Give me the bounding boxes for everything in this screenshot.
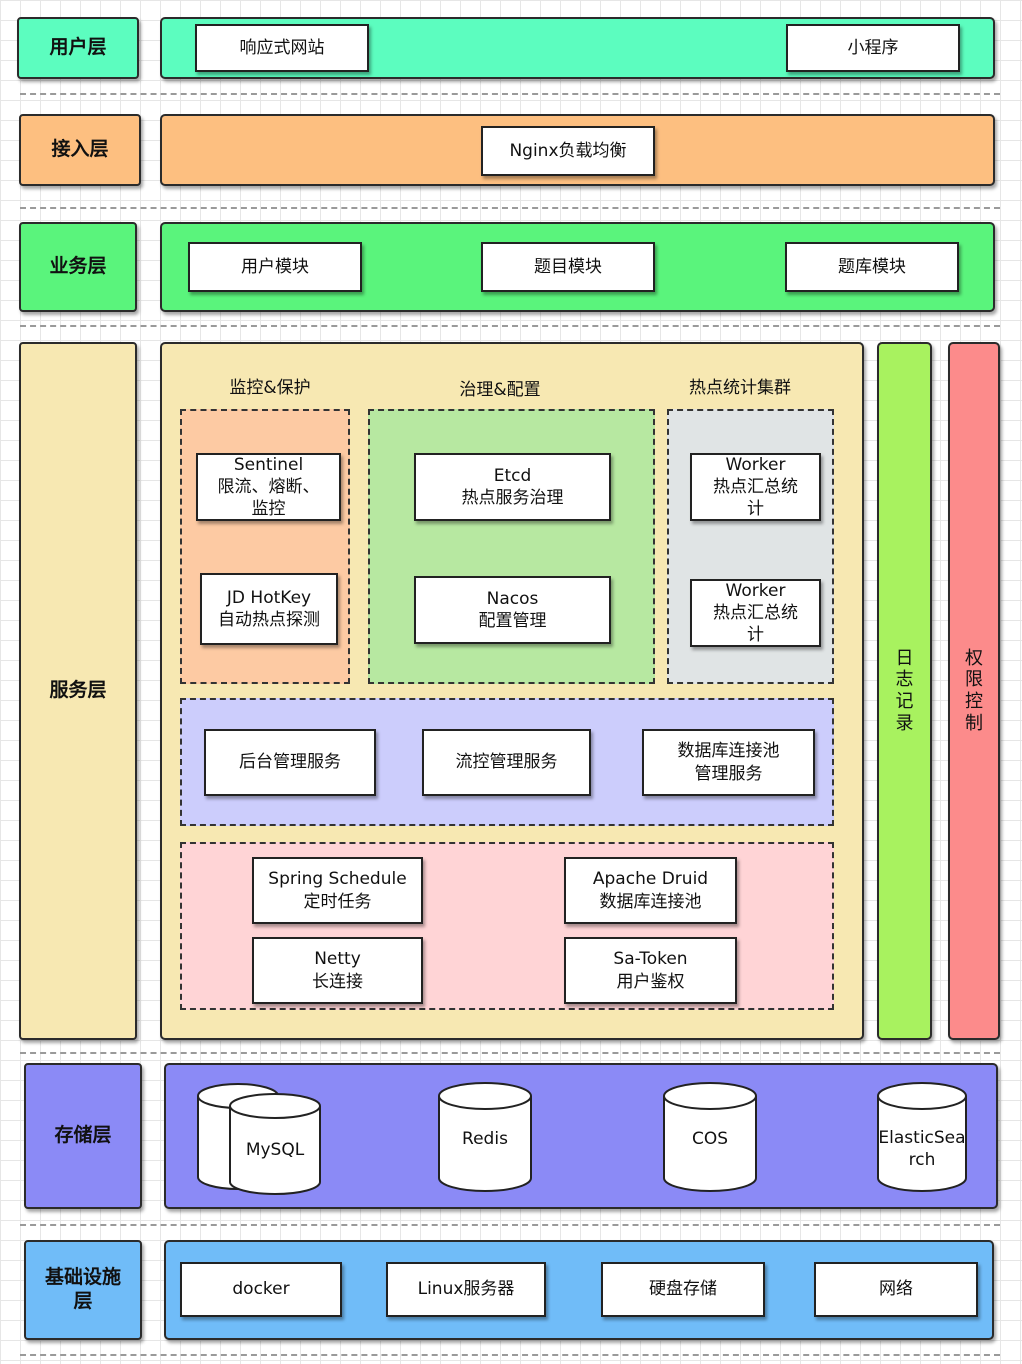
vertical-char: 限 <box>965 669 983 691</box>
question-module-box: 题目模块 <box>481 242 655 292</box>
jd-hotkey-box: JD HotKey 自动热点探测 <box>200 573 338 645</box>
mini-program-box: 小程序 <box>786 24 960 72</box>
worker-box: Worker 热点汇总统 计 <box>690 453 821 521</box>
box-line: 数据库连接池 <box>599 891 702 912</box>
spring-schedule-box: Spring Schedule 定时任务 <box>252 857 423 924</box>
sentinel-box: Sentinel 限流、熔断、 监控 <box>196 453 341 521</box>
apache-druid-box: Apache Druid 数据库连接池 <box>564 857 737 924</box>
box-label: 题目模块 <box>534 256 602 277</box>
responsive-website-box: 响应式网站 <box>195 24 369 72</box>
disk-storage-box: 硬盘存储 <box>601 1262 765 1317</box>
box-label: 用户模块 <box>241 256 309 277</box>
business-layer-label: 业务层 <box>19 222 137 312</box>
mysql-label: MySQL <box>245 1139 305 1160</box>
infra-layer-label: 基础设施 层 <box>24 1240 142 1340</box>
box-label: 后台管理服务 <box>239 752 341 773</box>
label-line: rch <box>908 1150 936 1170</box>
label-line: 基础设施 <box>44 1266 121 1289</box>
sa-token-box: Sa-Token 用户鉴权 <box>564 937 737 1004</box>
worker-box: Worker 热点汇总统 计 <box>690 579 821 647</box>
box-label: 流控管理服务 <box>455 752 558 773</box>
elasticsearch-label: ElasticSea rch <box>876 1125 968 1173</box>
elasticsearch-database-icon <box>877 1082 967 1192</box>
box-line: 热点服务治理 <box>461 488 564 508</box>
separator-line <box>20 325 1000 327</box>
box-line: Worker <box>725 580 786 601</box>
storage-layer-label: 存储层 <box>24 1063 142 1209</box>
box-label: 题库模块 <box>838 256 906 277</box>
box-line: Etcd <box>493 465 532 486</box>
box-line: 长连接 <box>312 971 363 992</box>
nacos-box: Nacos 配置管理 <box>414 576 611 644</box>
box-label: 小程序 <box>847 37 899 58</box>
cos-storage-icon <box>663 1082 757 1192</box>
box-line: Apache Druid <box>592 869 709 890</box>
governance-config-title: 治理&配置 <box>459 380 541 400</box>
vertical-char: 权 <box>965 647 983 669</box>
redis-database-icon <box>438 1082 532 1192</box>
box-line: Spring Schedule <box>268 869 407 890</box>
vertical-char: 制 <box>965 712 983 734</box>
vertical-char: 志 <box>895 669 914 691</box>
box-line: 热点汇总统 <box>713 602 798 623</box>
separator-line <box>20 1052 1000 1054</box>
box-label: docker <box>232 1279 290 1300</box>
vertical-char: 记 <box>895 691 914 712</box>
separator-line <box>20 1354 1000 1356</box>
db-pool-service-box: 数据库连接池 管理服务 <box>642 729 815 796</box>
box-line: JD HotKey <box>226 587 312 608</box>
box-line: 用户鉴权 <box>616 971 685 992</box>
permission-control-bar: 权 限 控 制 <box>948 342 1000 1040</box>
box-line: Netty <box>314 949 361 970</box>
box-line: 定时任务 <box>303 891 372 912</box>
mysql-database-icon <box>197 1083 321 1195</box>
box-line: Sentinel <box>233 454 304 475</box>
box-label: Nginx负载均衡 <box>509 140 627 161</box>
box-line: 计 <box>747 625 764 646</box>
vertical-char: 日 <box>895 647 914 669</box>
linux-server-box: Linux服务器 <box>386 1262 546 1317</box>
etcd-box: Etcd 热点服务治理 <box>414 453 611 521</box>
netty-box: Netty 长连接 <box>252 937 423 1004</box>
label-line: 层 <box>73 1290 93 1312</box>
separator-line <box>20 1224 1000 1226</box>
box-label: 硬盘存储 <box>649 1279 717 1300</box>
redis-label: Redis <box>462 1128 508 1149</box>
monitor-protect-title: 监控&保护 <box>229 378 311 398</box>
cos-label: COS <box>691 1128 729 1149</box>
log-record-bar: 日 志 记 录 <box>877 342 932 1040</box>
box-line: Nacos <box>486 588 539 609</box>
box-line: Sa-Token <box>613 949 688 970</box>
box-line: Worker <box>725 454 786 475</box>
separator-line <box>20 93 1000 95</box>
box-label: 响应式网站 <box>239 37 325 58</box>
service-layer-label: 服务层 <box>19 342 137 1040</box>
admin-service-box: 后台管理服务 <box>204 729 376 796</box>
box-line: 数据库连接池 <box>677 741 780 762</box>
docker-box: docker <box>180 1262 342 1317</box>
box-line: 限流、熔断、 <box>217 476 320 497</box>
box-line: 监控 <box>251 499 286 520</box>
vertical-char: 控 <box>965 691 983 712</box>
question-bank-module-box: 题库模块 <box>785 242 959 292</box>
box-line: 自动热点探测 <box>218 610 320 630</box>
separator-line <box>20 207 1000 209</box>
flow-control-service-box: 流控管理服务 <box>422 729 591 796</box>
nginx-load-balancer-box: Nginx负载均衡 <box>481 126 655 176</box>
box-line: 配置管理 <box>478 611 547 631</box>
box-label: Linux服务器 <box>417 1279 515 1300</box>
hotspot-cluster-title: 热点统计集群 <box>689 378 791 398</box>
user-module-box: 用户模块 <box>188 242 362 292</box>
box-line: 计 <box>747 499 764 520</box>
box-label: 网络 <box>879 1279 913 1300</box>
vertical-char: 录 <box>895 712 914 734</box>
user-layer-label: 用户层 <box>17 17 139 79</box>
access-layer-label: 接入层 <box>19 114 141 186</box>
box-line: 管理服务 <box>694 763 763 784</box>
label-line: ElasticSea <box>878 1127 966 1148</box>
box-line: 热点汇总统 <box>713 476 798 497</box>
network-box: 网络 <box>814 1262 978 1317</box>
